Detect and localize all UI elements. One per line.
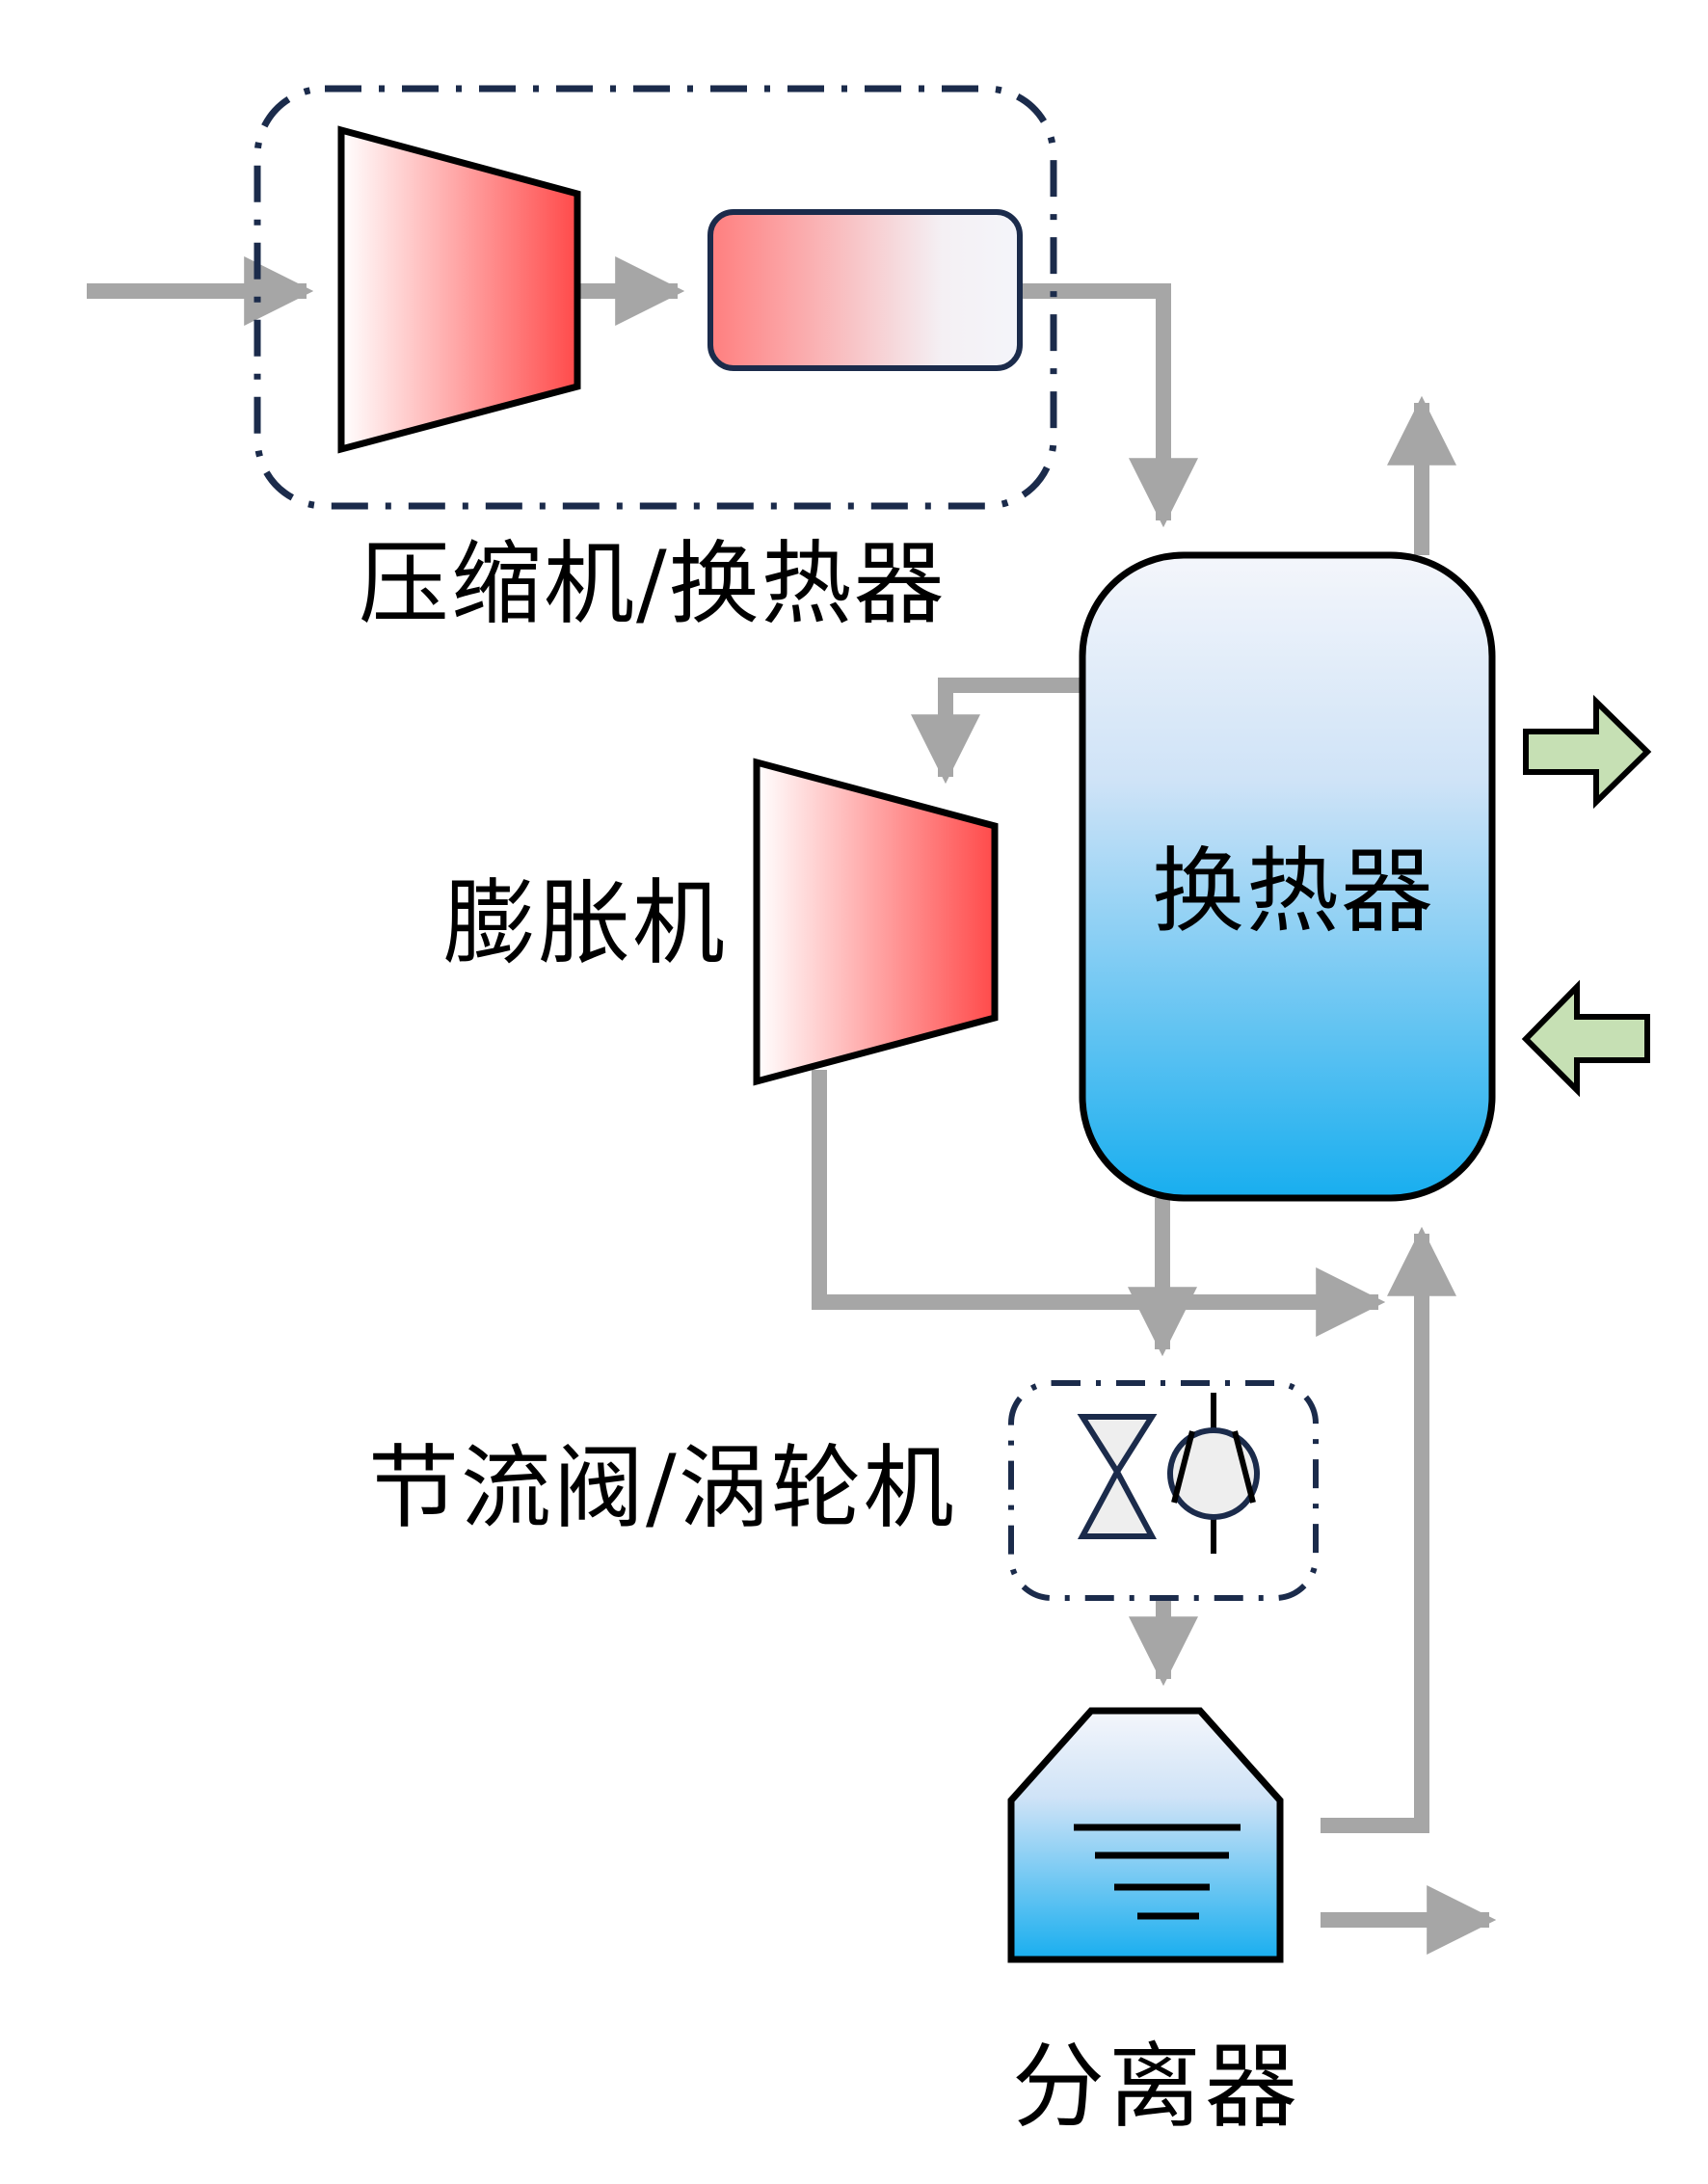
separator-liquid-level-icon	[1074, 1824, 1241, 1920]
separator-label: 分离器	[1012, 2033, 1301, 2141]
expander-label: 膨胀机	[443, 869, 727, 977]
valve-bowtie-icon[interactable]	[1077, 1414, 1158, 1539]
vessel-icon[interactable]	[1079, 551, 1496, 1202]
pipes	[87, 256, 1497, 1955]
compressor-trapezoid-icon[interactable]	[337, 125, 581, 454]
arrow-left-icon	[1521, 979, 1650, 1098]
separator-tank-icon[interactable]	[1007, 1707, 1284, 1963]
arrow-right-icon	[1523, 694, 1652, 810]
pipe-separator-vapor-return	[1321, 1226, 1456, 1833]
heat-exchanger-label: 换热器	[1152, 838, 1435, 946]
valve-turbine-group-border	[1008, 1380, 1319, 1601]
pipe-hx-to-expander	[911, 678, 1082, 785]
compressor-group-label: 压缩机/换热器	[359, 532, 947, 637]
heater-rect-icon[interactable]	[707, 209, 1023, 371]
valve-turbine-group-label: 节流阀/涡轮机	[368, 1436, 956, 1541]
turbine-circle-icon[interactable]	[1167, 1393, 1260, 1554]
pipe-heater-to-hx	[1020, 283, 1198, 528]
compressor-group-border	[254, 85, 1057, 510]
expander-trapezoid-icon[interactable]	[753, 758, 999, 1086]
